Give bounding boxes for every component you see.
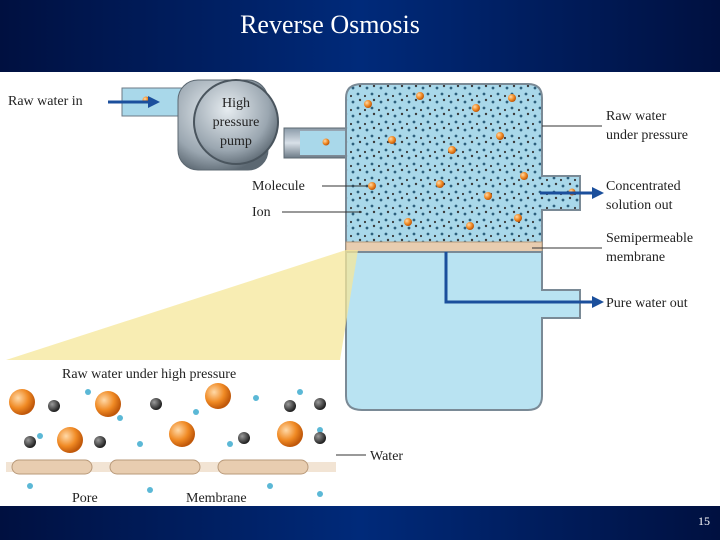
zoom-wedge <box>6 250 358 360</box>
page-number: 15 <box>698 514 710 528</box>
label-ion: Ion <box>252 205 271 220</box>
label-pure-water-out: Pure water out <box>606 296 688 311</box>
pump-icon <box>193 79 279 165</box>
label-pump-line2: pressure <box>213 115 260 130</box>
label-pump-line3: pump <box>220 134 252 149</box>
slide-title: Reverse Osmosis <box>240 10 420 39</box>
vessel-raw-water-chamber <box>345 83 581 251</box>
label-raw-water-pressure-1: Raw water <box>606 109 667 124</box>
label-membrane: Membrane <box>186 491 247 506</box>
label-pump-line1: High <box>222 96 250 111</box>
inset-membrane <box>6 459 336 475</box>
leader-lines <box>87 125 602 489</box>
inset-ions <box>24 398 326 448</box>
semipermeable-membrane <box>345 241 543 253</box>
slide-header: Reverse Osmosis <box>0 0 720 72</box>
vessel-pure-water-chamber <box>345 251 581 411</box>
diagram-panel: Raw water in High pressure pump Molecule… <box>0 72 720 506</box>
label-water: Water <box>370 449 403 464</box>
flow-arrows <box>108 96 604 308</box>
label-concentrated-1: Concentrated <box>606 179 681 194</box>
label-inset-title: Raw water under high pressure <box>62 367 236 382</box>
inset-molecules <box>9 383 303 453</box>
label-molecule: Molecule <box>252 179 305 194</box>
slide-footer: 15 <box>0 506 720 540</box>
label-raw-water-pressure-2: under pressure <box>606 128 688 143</box>
label-semipermeable-2: membrane <box>606 250 665 265</box>
label-raw-water-in: Raw water in <box>8 94 83 109</box>
label-pore: Pore <box>72 491 98 506</box>
label-semipermeable-1: Semipermeable <box>606 231 693 246</box>
label-concentrated-2: solution out <box>606 198 673 213</box>
vessel-molecules <box>142 92 576 230</box>
inset-water-particles <box>13 389 323 497</box>
reverse-osmosis-diagram: Raw water in High pressure pump Molecule… <box>6 79 693 506</box>
